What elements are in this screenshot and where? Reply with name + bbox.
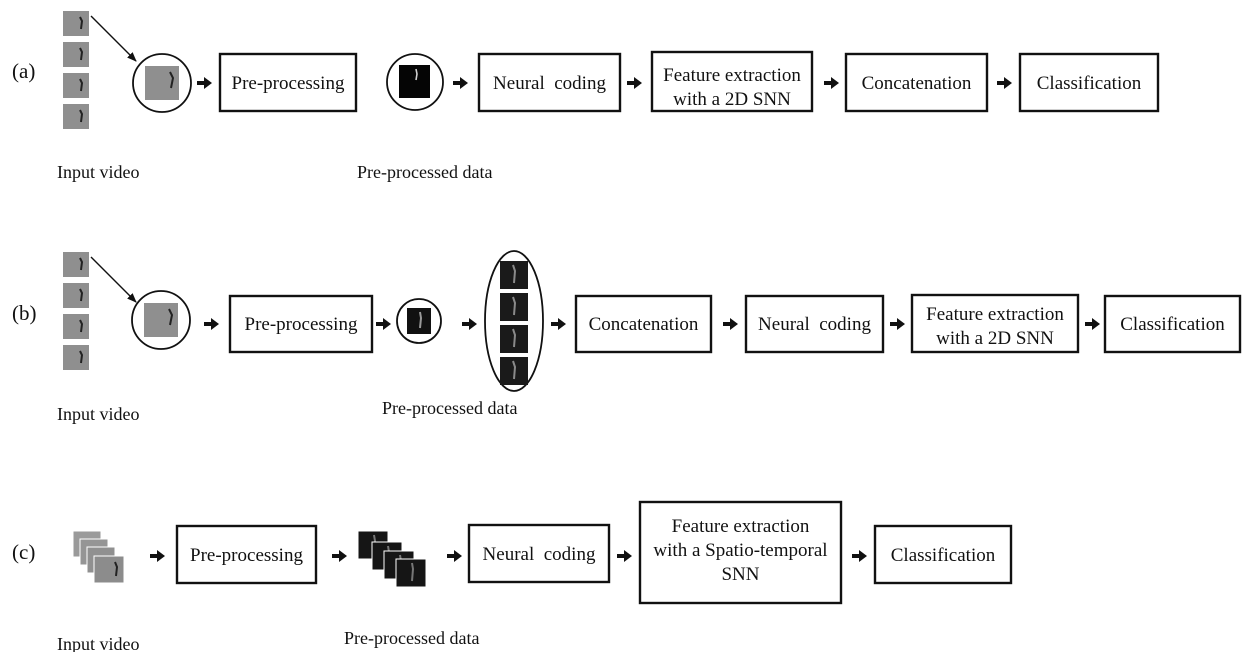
step-box	[844, 52, 989, 113]
step-label: Pre-processing	[232, 73, 345, 94]
right-arrow-icon	[453, 77, 468, 89]
video-frame-icon	[63, 283, 89, 308]
right-arrow-icon	[462, 318, 477, 330]
step-box	[1018, 52, 1160, 113]
processed-frame-icon	[395, 558, 427, 588]
video-frame-icon	[63, 42, 89, 67]
step-box	[910, 293, 1080, 354]
step-label-line: Feature extraction	[663, 65, 801, 86]
step-label: Feature extraction with a Spatio-temporal…	[653, 516, 827, 585]
video-frame-icon	[144, 303, 178, 337]
right-arrow-icon	[723, 318, 738, 330]
right-arrow-icon	[447, 550, 462, 562]
selected-frame-node-b	[131, 290, 191, 350]
step-label-line: SNN	[721, 564, 759, 585]
step-box	[873, 524, 1013, 585]
row-b-label: (b)	[12, 301, 37, 325]
step-box	[574, 294, 713, 354]
processed-frame-icon	[500, 293, 528, 321]
step-label: Neural coding	[758, 314, 871, 335]
processed-frame-icon	[500, 325, 528, 353]
right-arrow-icon	[627, 77, 642, 89]
step-box	[1103, 294, 1242, 354]
step-label-line: Feature extraction	[672, 516, 810, 537]
right-arrow-icon	[551, 318, 566, 330]
right-arrow-icon	[150, 550, 165, 562]
video-frame-icon	[63, 314, 89, 339]
step-box	[650, 50, 814, 113]
right-arrow-icon	[890, 318, 905, 330]
video-frame-icon	[63, 345, 89, 370]
input-caption: Input video	[57, 634, 140, 652]
step-label: Pre-processing	[245, 314, 358, 335]
right-arrow-icon	[1085, 318, 1100, 330]
step-label: Pre-processing	[190, 545, 303, 566]
step-box	[477, 52, 622, 113]
right-arrow-icon	[617, 550, 632, 562]
step-label-line: with a 2D SNN	[936, 328, 1054, 349]
step-label: Classification	[1120, 314, 1225, 335]
right-arrow-icon	[204, 318, 219, 330]
step-label: Concatenation	[862, 73, 972, 94]
row-a: (a) Pre-processing Neural coding Feature…	[12, 11, 1160, 182]
row-a-label: (a)	[12, 59, 35, 83]
processed-frame-icon	[500, 357, 528, 385]
right-arrow-icon	[376, 318, 391, 330]
input-frames-a	[63, 11, 89, 129]
video-frame-icon	[63, 252, 89, 277]
step-label: Neural coding	[483, 544, 596, 565]
input-frames-c	[72, 530, 125, 584]
input-frames-b	[63, 252, 89, 370]
processed-frame-node-a	[386, 53, 444, 111]
step-box	[638, 500, 843, 605]
step-label: Classification	[891, 545, 996, 566]
row-b: (b) Pre-processing Concate	[12, 250, 1242, 424]
step-box	[218, 52, 358, 113]
step-box	[744, 294, 885, 354]
frame-pointer-arrow	[90, 256, 137, 303]
step-label-line: with a Spatio-temporal	[653, 540, 827, 561]
right-arrow-icon	[824, 77, 839, 89]
video-frame-icon	[93, 555, 125, 584]
video-frame-icon	[63, 11, 89, 36]
preprocessed-caption: Pre-processed data	[382, 398, 517, 418]
row-c-label: (c)	[12, 540, 35, 564]
video-frame-icon	[63, 73, 89, 98]
video-frame-icon	[63, 104, 89, 129]
step-label: Classification	[1037, 73, 1142, 94]
right-arrow-icon	[997, 77, 1012, 89]
frame-pointer-arrow	[90, 15, 137, 62]
step-label: Feature extraction with a 2D SNN	[926, 304, 1064, 349]
processed-frame-icon	[407, 308, 431, 334]
row-c: (c) Pre-processing Neural coding Feature…	[12, 500, 1013, 652]
processed-sequence-node-b	[484, 250, 544, 392]
flow-arrows	[150, 77, 1100, 562]
step-box	[467, 523, 611, 584]
step-label-line: with a 2D SNN	[673, 89, 791, 110]
right-arrow-icon	[852, 550, 867, 562]
processed-stack-c	[357, 530, 427, 588]
selected-frame-node-a	[132, 53, 192, 113]
processed-frame-icon	[500, 261, 528, 289]
processed-frame-node-b	[396, 298, 442, 344]
step-label: Neural coding	[493, 73, 606, 94]
step-label: Concatenation	[589, 314, 699, 335]
right-arrow-icon	[197, 77, 212, 89]
preprocessed-caption: Pre-processed data	[357, 162, 492, 182]
video-frame-icon	[145, 66, 179, 100]
step-label-line: Feature extraction	[926, 304, 1064, 325]
input-caption: Input video	[57, 162, 140, 182]
processed-frame-icon	[399, 65, 430, 98]
step-box	[228, 294, 374, 354]
right-arrow-icon	[332, 550, 347, 562]
step-box	[175, 524, 318, 585]
preprocessed-caption: Pre-processed data	[344, 628, 479, 648]
step-label: Feature extraction with a 2D SNN	[663, 65, 801, 110]
input-caption: Input video	[57, 404, 140, 424]
